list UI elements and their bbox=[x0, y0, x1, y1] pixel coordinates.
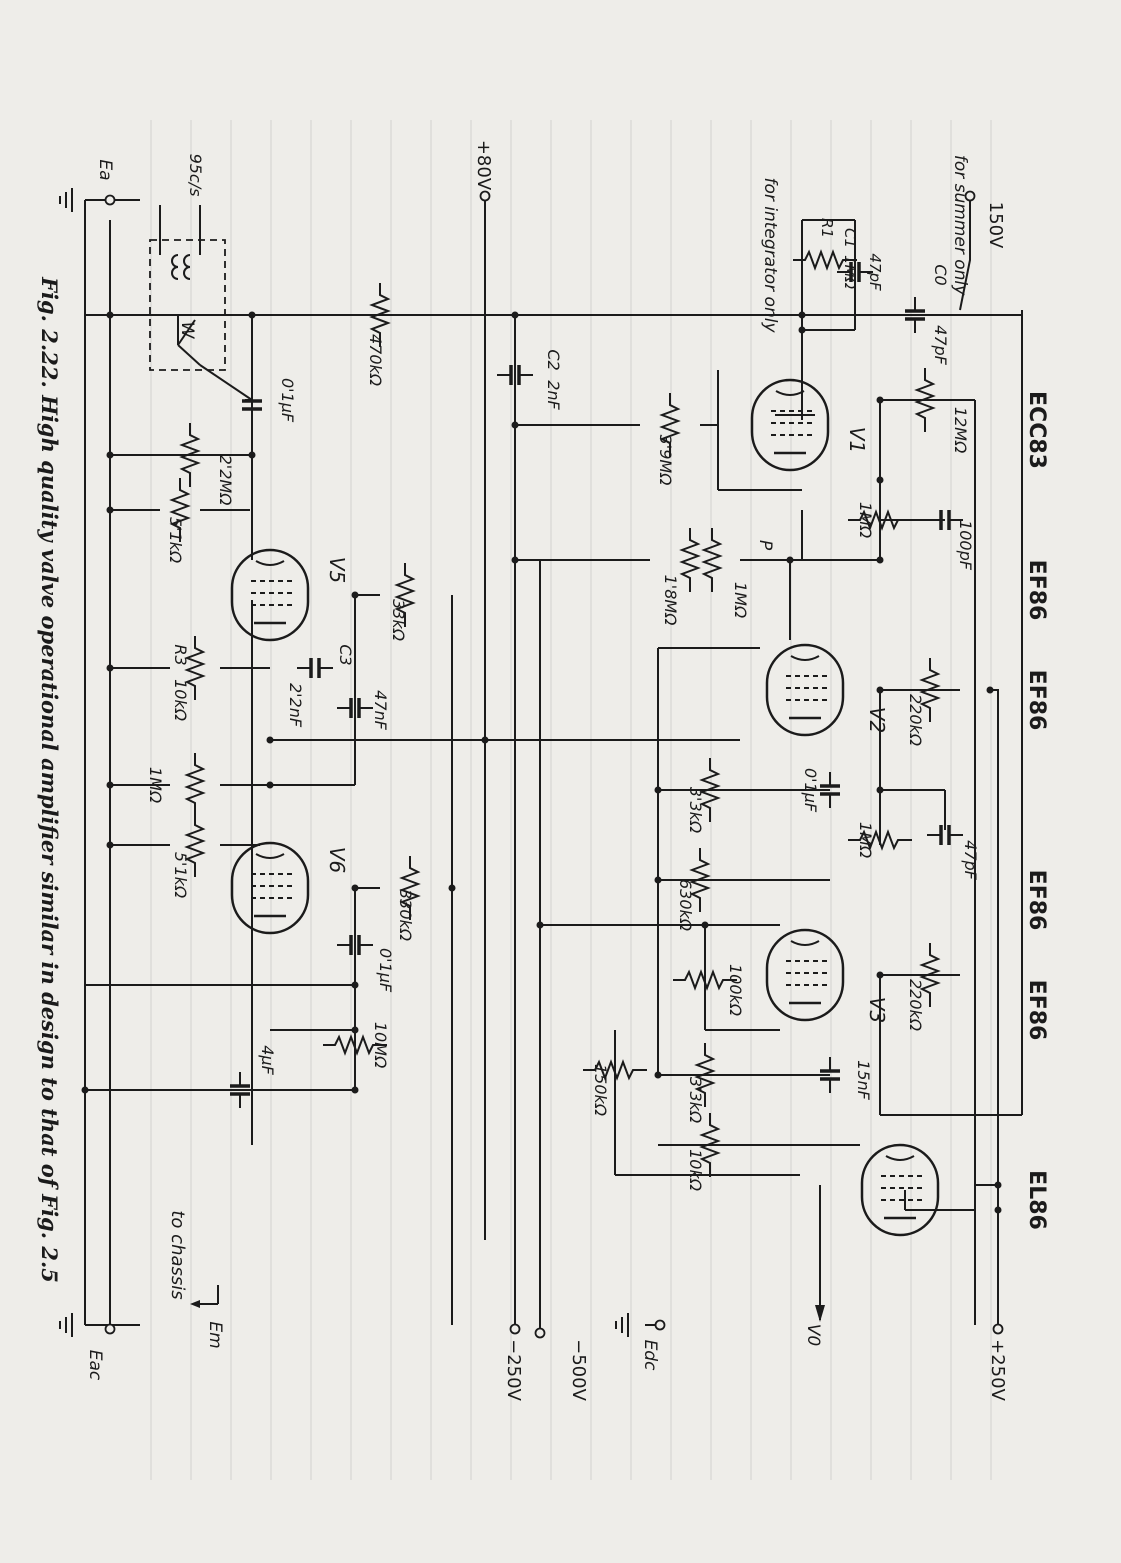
label-18m: 1'8MΩ bbox=[661, 575, 680, 627]
rail-250v-pos: +250V bbox=[987, 1339, 1008, 1401]
potentiometer-p bbox=[703, 527, 721, 593]
label-220k-a: 220kΩ bbox=[906, 694, 925, 747]
labels: Fig. 2.22. High quality valve operationa… bbox=[37, 140, 1049, 1402]
terminal-vo: V0 bbox=[803, 1324, 823, 1346]
resistor-1m-b bbox=[186, 752, 204, 818]
label-10k-a: 10kΩ bbox=[171, 679, 190, 722]
label-c3-value: 2'2nF bbox=[286, 683, 305, 728]
label-47n: 47nF bbox=[371, 690, 390, 731]
label-33k-c: 3'3kΩ bbox=[686, 1077, 705, 1124]
label-r1-value: 1MΩ bbox=[841, 255, 859, 289]
terminal-eac: Eac bbox=[85, 1350, 105, 1381]
label-c0-value: 47pF bbox=[931, 325, 950, 366]
label-c3: C3 bbox=[336, 644, 355, 665]
label-01-a: 0'1µF bbox=[278, 378, 297, 423]
label-100k: 100kΩ bbox=[726, 964, 745, 1017]
ground-edc bbox=[615, 1312, 629, 1338]
valve-v1 bbox=[750, 378, 830, 472]
label-10m: 10MΩ bbox=[371, 1022, 390, 1069]
label-r3: R3 bbox=[171, 644, 190, 665]
label-p-value: 1MΩ bbox=[731, 582, 750, 619]
label-01-c: 0'1µF bbox=[376, 948, 395, 993]
label-470k: 470kΩ bbox=[366, 334, 385, 387]
valve-id-v6: V6 bbox=[325, 847, 349, 873]
rail-80v: +80V bbox=[473, 140, 494, 191]
valve-type-v5: EF86 bbox=[1024, 560, 1049, 621]
valve-type-v1: ECC83 bbox=[1024, 391, 1049, 469]
ground-ea bbox=[59, 187, 73, 213]
label-c1: C1 bbox=[841, 228, 859, 248]
label-01-b: 0'1µF bbox=[801, 768, 820, 813]
label-c0: C0 bbox=[931, 264, 950, 285]
wiring bbox=[84, 199, 1023, 1330]
valves bbox=[230, 378, 940, 1237]
label-100p: 100pF bbox=[956, 520, 975, 571]
resistor-18m bbox=[681, 527, 699, 593]
ground-eac bbox=[59, 1312, 73, 1338]
label-4u: 4µF bbox=[258, 1045, 277, 1075]
valve-type-v3: EF86 bbox=[1024, 980, 1049, 1041]
valve-type-v6: EF86 bbox=[1024, 870, 1049, 931]
switch-w: W bbox=[177, 322, 197, 340]
label-47p-b: 47pF bbox=[961, 840, 980, 881]
note-summer: for summer only bbox=[950, 155, 970, 296]
valve-v3 bbox=[765, 928, 845, 1022]
label-15n: 15nF bbox=[854, 1060, 873, 1101]
valve-type-v2: EF86 bbox=[1024, 670, 1049, 731]
label-1m-b: 1MΩ bbox=[146, 767, 165, 804]
label-c2-value: 2nF bbox=[544, 380, 563, 410]
label-10k-b: 10kΩ bbox=[686, 1149, 705, 1192]
label-330k: 330kΩ bbox=[396, 889, 415, 942]
valve-v4 bbox=[860, 1143, 940, 1237]
pot-p: P bbox=[755, 540, 775, 551]
label-33k-b: 3'3kΩ bbox=[686, 787, 705, 834]
terminal-edc: Edc bbox=[640, 1340, 660, 1372]
label-39m: 3'9MΩ bbox=[656, 435, 675, 487]
label-150k: 150kΩ bbox=[591, 1064, 610, 1117]
valve-v2 bbox=[765, 643, 845, 737]
valve-id-v5: V5 bbox=[325, 557, 349, 583]
figure-caption: Fig. 2.22. High quality valve operationa… bbox=[37, 276, 62, 1283]
rail-150v: 150V bbox=[985, 202, 1006, 249]
label-c1-value: 47pF bbox=[866, 253, 884, 291]
valve-v5 bbox=[230, 548, 310, 642]
terminal-em: Em bbox=[205, 1321, 225, 1348]
note-chassis: to chassis bbox=[167, 1210, 188, 1299]
bleed-through-text bbox=[150, 120, 1010, 1480]
label-1m-a: 1MΩ bbox=[856, 502, 875, 539]
valve-type-v4: EL86 bbox=[1024, 1170, 1049, 1230]
label-22m: 2'2MΩ bbox=[216, 455, 235, 507]
valve-id-v2: V2 bbox=[865, 707, 889, 733]
label-220k-b: 220kΩ bbox=[906, 979, 925, 1032]
valve-id-v1: V1 bbox=[845, 427, 869, 453]
terminal-ea: Ea bbox=[95, 159, 115, 180]
capacitor-c3 bbox=[295, 656, 335, 680]
label-12m: 12MΩ bbox=[951, 407, 970, 454]
valve-id-v3: V3 bbox=[865, 997, 889, 1023]
valve-v6 bbox=[230, 841, 310, 935]
note-integrator: for integrator only bbox=[760, 177, 780, 333]
label-1m-c: 1MΩ bbox=[856, 822, 875, 859]
label-r1: R1 bbox=[818, 218, 836, 238]
label-33k-a: 33kΩ bbox=[389, 599, 408, 642]
capacitors bbox=[228, 260, 965, 1110]
note-95cs: 95c/s bbox=[186, 154, 205, 197]
relay-w bbox=[149, 205, 253, 401]
rail-500v-neg: −500V bbox=[568, 1339, 589, 1401]
rail-250v-neg: −250V bbox=[503, 1339, 524, 1401]
label-51k-b: 5'1kΩ bbox=[171, 852, 190, 899]
label-630k: 630kΩ bbox=[676, 879, 695, 932]
terminals bbox=[59, 187, 1004, 1339]
label-51k-a: 5'1kΩ bbox=[166, 517, 185, 564]
label-c2: C2 bbox=[544, 349, 563, 370]
